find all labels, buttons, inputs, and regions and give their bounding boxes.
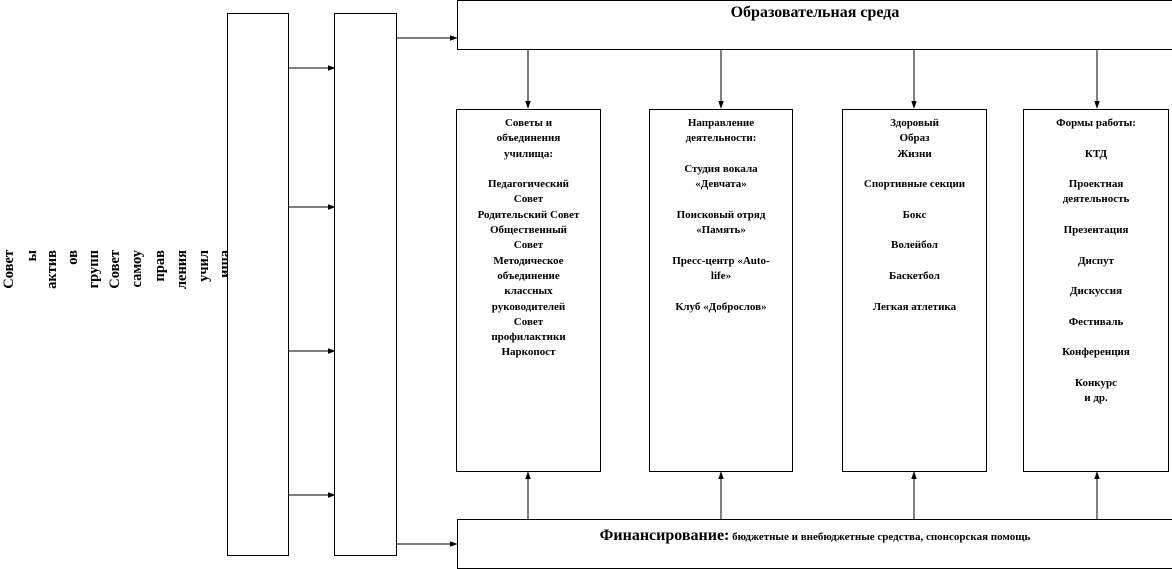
vertical-label-line: актив <box>44 250 60 289</box>
top-box <box>457 0 1172 50</box>
column-line: Баскетбол <box>889 269 940 282</box>
column-line: Волейбол <box>891 239 938 252</box>
column-line: Бокс <box>902 208 927 221</box>
column-line <box>650 284 792 299</box>
column-line <box>1024 330 1168 345</box>
column-line: Совет <box>513 193 544 206</box>
column-line: life» <box>710 269 732 282</box>
column-line: объединение <box>497 269 560 282</box>
column-line: «Девчата» <box>695 178 747 191</box>
column-line: Конкурс <box>1075 377 1117 390</box>
column-line: Презентация <box>1063 224 1129 237</box>
column-line: Жизни <box>897 147 932 160</box>
left-box <box>227 13 289 556</box>
column-line <box>457 162 600 177</box>
column-line: профилактики <box>491 331 566 344</box>
column-line <box>1024 300 1168 315</box>
column-line <box>843 192 986 207</box>
column-line: Проектная <box>1068 178 1124 191</box>
column-line: Методическое <box>493 254 564 267</box>
vertical-label-line: Совет <box>1 250 17 289</box>
column-line: Дискуссия <box>1069 285 1123 298</box>
financing-title: Финансирование: <box>599 527 730 544</box>
column-line <box>843 162 986 177</box>
financing-details: бюджетные и внебюджетные средства, спонс… <box>729 531 1031 543</box>
column-line: Фестиваль <box>1068 315 1124 328</box>
column-line: Легкая атлетика <box>872 300 957 313</box>
column-line <box>650 238 792 253</box>
column-line <box>1024 162 1168 177</box>
column-directions: Направление деятельности: Студия вокала «Де… <box>649 109 793 472</box>
column-line: Совет <box>513 239 544 252</box>
vertical-label-line: ы <box>24 250 40 262</box>
vertical-label-line: самоу <box>129 250 145 288</box>
column-line: Советы и <box>504 117 553 129</box>
column-line: деятельность <box>1062 193 1130 206</box>
vertical-label-line: учил <box>196 250 212 282</box>
bottom-box-text: Финансирование: бюджетные и внебюджетные… <box>457 527 1172 545</box>
middle-box <box>334 13 397 556</box>
top-box-title: Образовательная среда <box>730 4 900 21</box>
column-line <box>843 284 986 299</box>
vertical-label-line: ления <box>174 250 190 290</box>
vertical-label-line: прав <box>152 250 168 282</box>
column-line: Спортивные секции <box>863 178 966 191</box>
column-line: классных <box>504 285 553 298</box>
column-line: и др. <box>1084 392 1108 405</box>
column-line <box>650 192 792 207</box>
column-line: Образ <box>899 132 930 145</box>
vertical-label-line: Совет <box>107 250 123 289</box>
column-line: Родительский Совет <box>477 208 580 221</box>
column-line: Конференция <box>1062 346 1130 359</box>
column-line: КТД <box>1084 147 1108 160</box>
column-line: руководителей <box>491 300 566 313</box>
column-line <box>843 223 986 238</box>
column-councils: Советы и объединения училища: Педагогически… <box>456 109 601 472</box>
column-line: Педагогический <box>487 178 570 191</box>
column-line: Студия вокала <box>684 162 758 175</box>
column-line: Общественный <box>489 224 568 237</box>
column-line: училища: <box>503 147 553 160</box>
column-line: Направление <box>687 117 755 129</box>
column-line: «Память» <box>696 224 746 237</box>
column-line: Поисковый отряд <box>676 208 766 221</box>
vertical-label-line: ов <box>65 250 81 265</box>
column-line <box>1024 208 1168 223</box>
column-line: Пресс-центр «Auto- <box>672 254 770 267</box>
column-line <box>1024 238 1168 253</box>
column-line <box>843 254 986 269</box>
column-line <box>1024 269 1168 284</box>
column-line: Наркопост <box>501 346 556 359</box>
column-line <box>1024 131 1168 146</box>
column-line: деятельности: <box>685 132 757 145</box>
column-line: Формы работы: <box>1056 117 1136 129</box>
column-line <box>650 147 792 162</box>
column-line: Здоровый <box>890 117 939 129</box>
vertical-label-line: групп <box>86 250 102 289</box>
column-line: Совет <box>513 315 544 328</box>
column-line: Диспут <box>1077 254 1115 267</box>
column-line: Клуб «Доброслов» <box>675 300 767 313</box>
column-line: объединения <box>496 132 561 145</box>
column-line <box>1024 361 1168 376</box>
